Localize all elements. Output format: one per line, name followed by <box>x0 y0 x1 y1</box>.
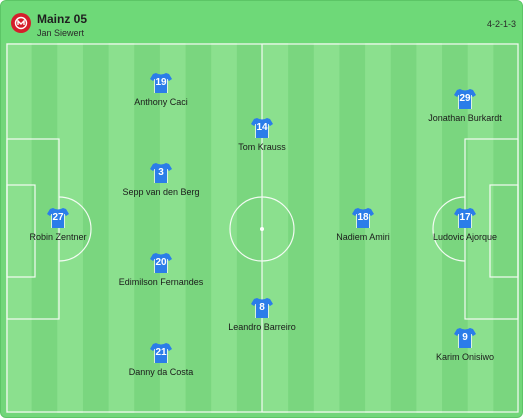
shirt-icon: 8 <box>250 296 274 320</box>
shirt-number: 20 <box>155 257 167 268</box>
shirt-number: 17 <box>459 212 471 223</box>
pitch-stripe <box>236 43 263 413</box>
pitch-stripe <box>82 43 110 413</box>
shirt-icon: 19 <box>149 71 173 95</box>
shirt-number: 18 <box>357 212 369 223</box>
pitch-stripe <box>262 43 289 413</box>
player-name: Leandro Barreiro <box>228 322 296 332</box>
player-name: Karim Onisiwo <box>435 352 494 362</box>
shirt-icon: 20 <box>149 251 173 275</box>
shirt-icon: 29 <box>453 87 477 111</box>
pitch-stripe <box>6 43 33 413</box>
player-name: Jonathan Burkardt <box>428 113 502 123</box>
player-name: Edimilson Fernandes <box>118 277 204 287</box>
formation-label: 4-2-1-3 <box>486 19 516 29</box>
pitch-stripe <box>390 43 417 413</box>
shirt-number: 29 <box>459 93 471 104</box>
pitch-stripe <box>185 43 212 413</box>
pitch-stripe <box>416 43 443 413</box>
pitch-stripe <box>313 43 340 413</box>
shirt-icon: 27 <box>46 206 70 230</box>
pitch-stripe <box>108 43 135 413</box>
shirt-number: 14 <box>256 122 268 133</box>
shirt-icon: 14 <box>250 116 274 140</box>
shirt-icon: 17 <box>453 206 477 230</box>
pitch-markings <box>6 43 519 413</box>
player-name: Anthony Caci <box>134 97 188 107</box>
shirt-number: 27 <box>52 212 64 223</box>
shirt-icon: 21 <box>149 341 173 365</box>
pitch-stripe <box>211 43 238 413</box>
shirt-number: 19 <box>155 77 167 88</box>
player-name: Sepp van den Berg <box>122 187 200 197</box>
player-name: Ludovic Ajorque <box>432 232 498 242</box>
coach-name: Jan Siewert <box>37 28 85 38</box>
shirt-number: 8 <box>259 302 265 313</box>
team-crest-icon <box>11 13 31 33</box>
pitch-stripe <box>288 43 315 413</box>
shirt-icon: 18 <box>351 206 375 230</box>
shirt-number: 3 <box>158 167 164 178</box>
shirt-number: 21 <box>155 347 167 358</box>
shirt-number: 9 <box>462 332 468 343</box>
shirt-icon: 9 <box>453 326 477 350</box>
team-name[interactable]: Mainz 05 <box>37 12 88 26</box>
shirt-icon: 3 <box>149 161 173 185</box>
player-name: Nadiem Amiri <box>336 232 390 242</box>
pitch-stripe <box>493 43 519 413</box>
player-name: Danny da Costa <box>128 367 194 377</box>
player-name: Robin Zentner <box>29 232 87 242</box>
player-name: Tom Krauss <box>238 142 286 152</box>
team-header: Mainz 05 Jan Siewert 4-2-1-3 <box>1 1 522 43</box>
